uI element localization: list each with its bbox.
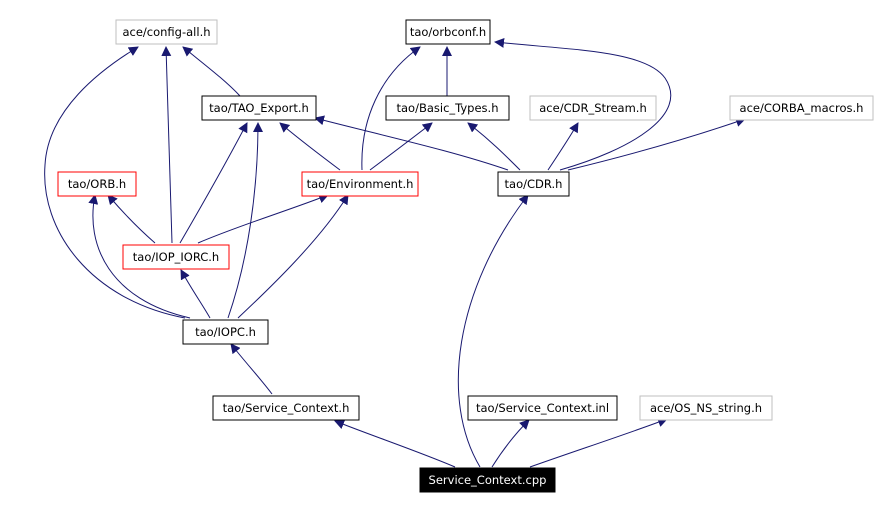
node-basic-types-label: tao/Basic_Types.h [396,101,498,115]
edge-cpp-to-service-context-inl [491,419,530,468]
edge-cdr-to-corba-macros [567,117,746,171]
node-cdr-stream-label: ace/CDR_Stream.h [539,101,647,115]
node-environment-label: tao/Environment.h [307,177,414,191]
node-tao-export-label: tao/TAO_Export.h [209,101,309,115]
edge-tao-export-to-config-all [182,46,241,97]
edge-iopc-to-orb [88,194,191,319]
node-service-context-inl-label: tao/Service_Context.inl [476,401,609,415]
edge-iopc-to-iop-iorc [180,269,211,319]
edge-iop-iorc-to-environment [197,193,329,244]
node-iopc[interactable]: tao/IOPC.h [182,319,269,345]
edge-environment-to-basic-types [369,122,433,171]
node-tao-export[interactable]: tao/TAO_Export.h [201,95,317,121]
edge-cdr-to-cdr-stream [547,122,579,171]
node-orbconf[interactable]: tao/orbconf.h [405,19,491,45]
node-iop-iorc[interactable]: tao/IOP_IORC.h [122,244,230,270]
edge-cdr-to-tao-export [314,115,509,171]
edge-iop-iorc-to-tao-export [179,122,248,244]
node-service-context-h[interactable]: tao/Service_Context.h [212,395,360,421]
node-service-context-inl[interactable]: tao/Service_Context.inl [467,395,618,421]
node-corba-macros[interactable]: ace/CORBA_macros.h [729,95,874,121]
edge-cpp-to-os-ns-string [529,417,668,468]
edge-iopc-to-config-all [44,46,186,319]
edge-iop-iorc-to-orb [107,194,156,244]
node-cdr[interactable]: tao/CDR.h [497,171,570,197]
node-orb-label: tao/ORB.h [68,177,126,191]
node-orb[interactable]: tao/ORB.h [57,171,137,197]
edge-cdr-to-orbconf [494,37,672,171]
edge-environment-to-orbconf [361,46,421,171]
edge-cpp-to-cdr [457,194,529,468]
node-environment[interactable]: tao/Environment.h [301,171,419,197]
edge-iop-iorc-to-config-all [161,46,173,244]
node-service-context-cpp[interactable]: Service_Context.cpp [419,467,556,493]
node-corba-macros-label: ace/CORBA_macros.h [740,101,864,115]
node-config-all-label: ace/config-all.h [122,25,210,39]
edge-cdr-to-basic-types [467,122,521,171]
edge-service-context-h-to-iopc [230,343,273,395]
edge-iopc-to-environment [237,194,349,319]
node-basic-types[interactable]: tao/Basic_Types.h [385,95,510,121]
node-cdr-label: tao/CDR.h [505,177,563,191]
node-service-context-h-label: tao/Service_Context.h [223,401,350,415]
edge-cpp-to-service-context-h [334,419,456,468]
node-cdr-stream[interactable]: ace/CDR_Stream.h [529,95,657,121]
edge-iopc-to-tao-export [227,122,263,319]
node-iopc-label: tao/IOPC.h [195,325,256,339]
node-os-ns-string-label: ace/OS_NS_string.h [650,401,762,415]
node-os-ns-string[interactable]: ace/OS_NS_string.h [639,395,773,421]
node-config-all[interactable]: ace/config-all.h [115,19,218,45]
node-iop-iorc-label: tao/IOP_IORC.h [133,250,219,264]
node-service-context-cpp-label: Service_Context.cpp [429,473,547,487]
edge-environment-to-tao-export [279,122,341,171]
node-orbconf-label: tao/orbconf.h [410,25,486,39]
